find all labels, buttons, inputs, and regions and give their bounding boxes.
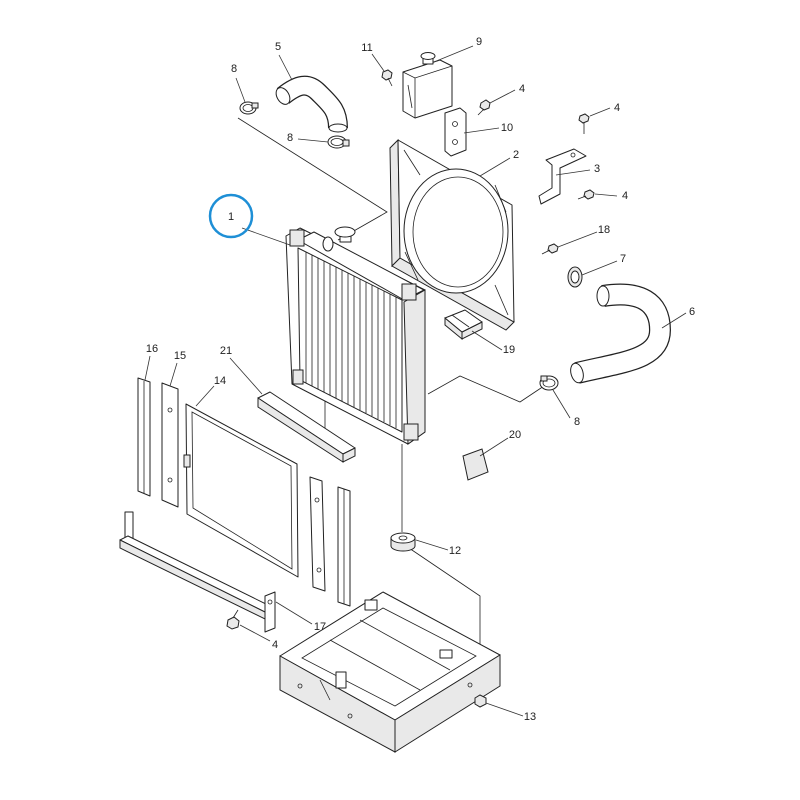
pad-19: [444, 309, 483, 341]
bolt-11: [381, 69, 393, 87]
leader-line-14: [195, 385, 215, 407]
leader-line-10: [463, 127, 500, 134]
hose-clamp-8-c: [539, 375, 559, 391]
callout-4-c[interactable]: 4: [622, 190, 628, 202]
fan-shroud: [389, 138, 515, 331]
leader-line-15: [169, 362, 178, 387]
leader-line-3: [555, 169, 591, 176]
callout-15[interactable]: 15: [174, 350, 186, 362]
bolt-4-d: [226, 609, 240, 630]
leader-line-4a: [489, 89, 516, 104]
callout-9[interactable]: 9: [476, 36, 482, 48]
leader-line-4c: [594, 193, 618, 197]
lower-hose: [570, 283, 672, 384]
tank-bracket: [444, 107, 467, 157]
callout-2[interactable]: 2: [513, 149, 519, 161]
lower-bracket-17: [119, 511, 276, 633]
callout-12[interactable]: 12: [449, 545, 461, 557]
pad-20: [462, 448, 489, 481]
callout-8-b[interactable]: 8: [287, 132, 293, 144]
leader-line-4b: [589, 107, 611, 117]
callout-14[interactable]: 14: [214, 375, 226, 387]
leader-line-1: [241, 227, 291, 246]
vertical-strip-b: [337, 486, 351, 607]
leader-line-17: [275, 601, 313, 625]
leader-line-19: [471, 330, 503, 351]
radiator-screen-14: [183, 403, 299, 578]
callout-19[interactable]: 19: [503, 344, 515, 356]
leader-line-8c: [552, 389, 571, 419]
side-strip-15: [161, 382, 179, 508]
side-strip-16: [137, 377, 151, 497]
callout-3[interactable]: 3: [594, 163, 600, 175]
callout-4-b[interactable]: 4: [614, 102, 620, 114]
callout-13[interactable]: 13: [524, 711, 536, 723]
callout-8-c[interactable]: 8: [574, 416, 580, 428]
leader-line-21: [229, 357, 263, 395]
hose-clamp-8-a: [239, 101, 259, 115]
callout-labels: 1 2 3 4 4 4 4 5 6 7 8 8 8 9 10 11 12 13 …: [146, 36, 695, 723]
leader-line-20: [479, 437, 509, 457]
leader-line-18: [557, 231, 598, 248]
assembly-line-lower-hose: [427, 375, 545, 403]
callout-16[interactable]: 16: [146, 343, 158, 355]
callout-21[interactable]: 21: [220, 345, 232, 357]
selected-callout-highlight: [208, 193, 254, 239]
cross-bar-21: [257, 391, 356, 463]
leader-line-12: [415, 539, 449, 551]
hose-clamp-8-b: [327, 135, 350, 149]
leader-line-4d: [239, 624, 271, 642]
bolt-4-b: [578, 113, 590, 134]
callout-4-d[interactable]: 4: [272, 639, 278, 651]
callout-17[interactable]: 17: [314, 621, 326, 633]
callout-5[interactable]: 5: [275, 41, 281, 53]
callout-18[interactable]: 18: [598, 224, 610, 236]
mounting-bracket-3: [538, 148, 587, 205]
callout-8-a[interactable]: 8: [231, 63, 237, 75]
callout-7[interactable]: 7: [620, 253, 626, 265]
nut-13: [474, 694, 487, 708]
leader-line-7: [581, 260, 618, 276]
upper-hose: [275, 75, 348, 133]
bolt-18: [541, 243, 559, 255]
callout-4-a[interactable]: 4: [519, 83, 525, 95]
leader-line-8b: [297, 138, 329, 143]
callout-6[interactable]: 6: [689, 306, 695, 318]
leader-line-8a: [235, 77, 246, 103]
radiator: [285, 226, 426, 445]
assembly-line-upper-hose: [237, 117, 388, 241]
leader-line-6: [661, 312, 687, 329]
callout-11[interactable]: 11: [361, 42, 372, 54]
leader-line-9: [433, 45, 474, 63]
leader-lines: [144, 45, 687, 717]
leader-line-11: [371, 53, 385, 72]
leader-line-2: [479, 157, 511, 177]
leader-line-13: [485, 702, 524, 717]
callout-1[interactable]: 1: [228, 211, 234, 223]
callout-20[interactable]: 20: [509, 429, 521, 441]
vertical-strip-a: [309, 476, 326, 592]
callout-10[interactable]: 10: [501, 122, 513, 134]
reservoir-tank: [402, 52, 453, 119]
leader-line-5: [278, 54, 293, 81]
seal-ring-7: [567, 266, 583, 288]
rubber-mount-12: [390, 532, 416, 552]
leader-line-16: [144, 355, 151, 381]
base-frame: [279, 591, 501, 753]
bolt-4-a: [477, 99, 491, 116]
bolt-4-c: [577, 189, 595, 200]
